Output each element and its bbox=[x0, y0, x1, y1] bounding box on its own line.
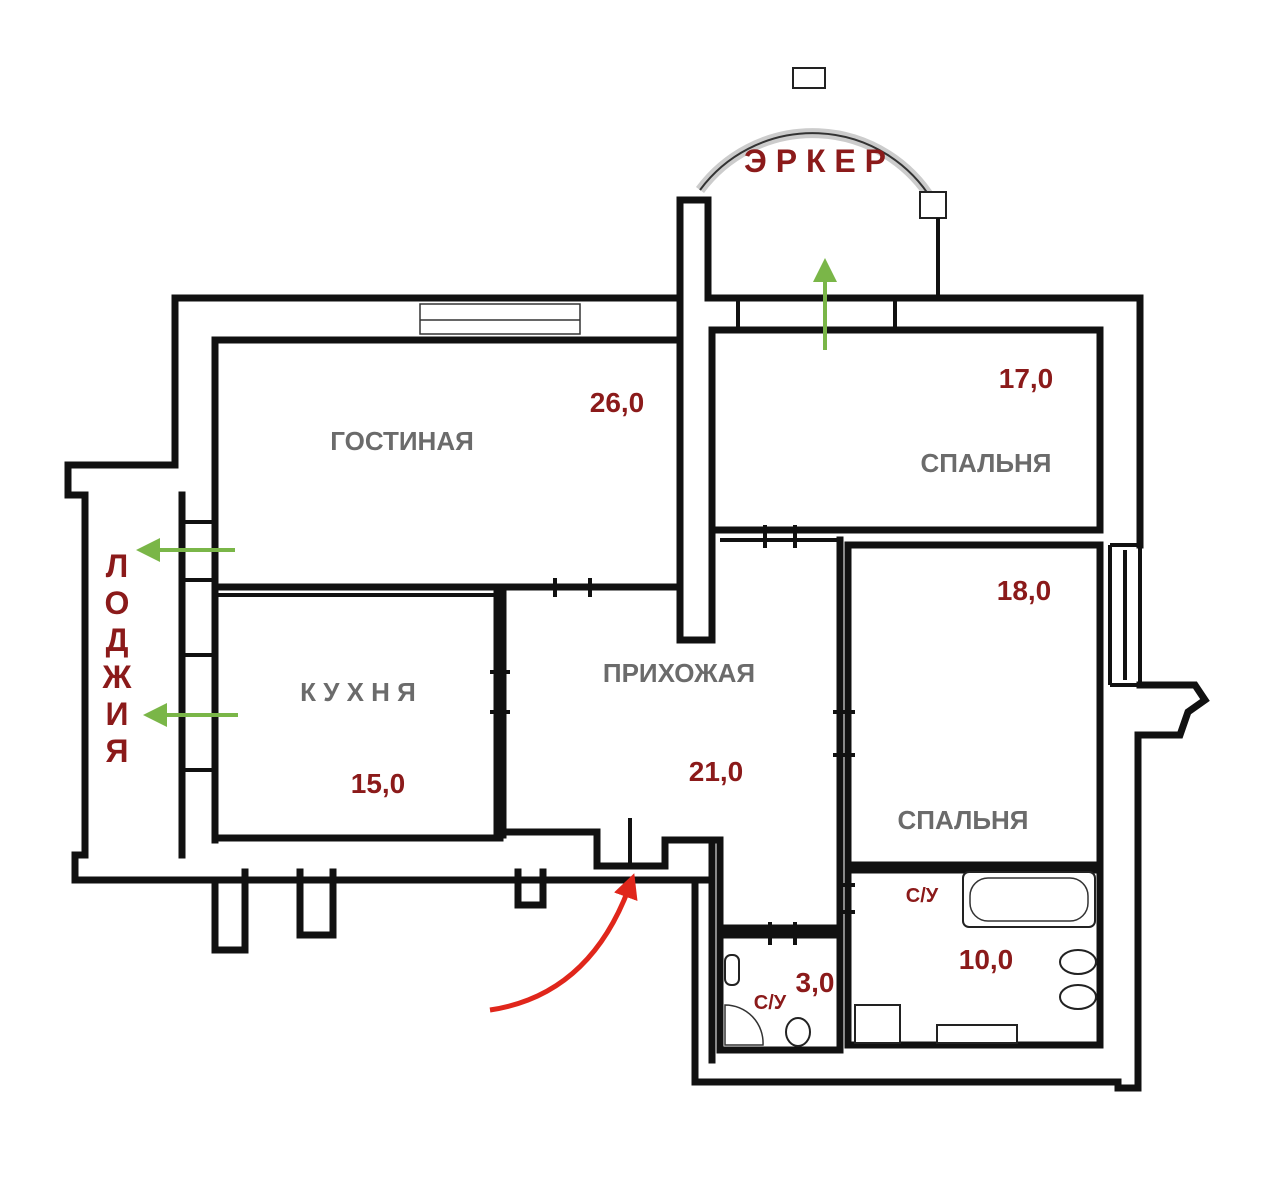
sink-icon bbox=[936, 1024, 1018, 1044]
fixtures bbox=[724, 871, 1097, 1047]
hall-label: ПРИХОЖАЯ bbox=[603, 658, 755, 688]
big-bath-label: С/У bbox=[906, 885, 939, 907]
bedroom2-area: 18,0 bbox=[997, 575, 1052, 606]
arrows bbox=[136, 258, 837, 1013]
shelf-icon bbox=[854, 1004, 901, 1044]
central-column bbox=[676, 196, 716, 644]
small-toilet-icon bbox=[785, 1017, 811, 1047]
bedroom2-outline bbox=[844, 541, 1104, 869]
small-wc-outline bbox=[716, 931, 844, 1054]
bottom-stubs bbox=[211, 868, 547, 954]
bedroom1-area: 17,0 bbox=[999, 363, 1054, 394]
small-wc-area: 3,0 bbox=[796, 967, 835, 998]
bidet-icon bbox=[1059, 984, 1097, 1010]
bathtub-icon bbox=[962, 871, 1096, 928]
outer-wall-right bbox=[691, 681, 1210, 1092]
outer-wall-top-right-inner bbox=[708, 326, 1104, 534]
loggia-letter: Я bbox=[106, 733, 129, 769]
toilet-icon bbox=[1059, 949, 1097, 975]
shower-corner-icon bbox=[724, 1004, 764, 1046]
kitchen-area: 15,0 bbox=[351, 768, 406, 799]
loggia-letter: И bbox=[106, 696, 129, 732]
loggia-outline bbox=[64, 461, 709, 884]
loggia-letter: Л bbox=[106, 548, 128, 584]
loggia-letter: Ж bbox=[102, 659, 133, 695]
outer-wall-top-right bbox=[704, 294, 1144, 549]
kitchen-label: К У Х Н Я bbox=[300, 677, 416, 707]
bay-column-top bbox=[792, 67, 826, 89]
outer-wall-top-left bbox=[171, 294, 684, 469]
loggia-letter: Д bbox=[106, 622, 129, 658]
labels: Э Р К Е Р Л О Д Ж И Я 26,0 ГОСТИНАЯ 17,0… bbox=[102, 143, 1054, 1014]
living-room-label: ГОСТИНАЯ bbox=[330, 426, 474, 456]
bedroom2-label: СПАЛЬНЯ bbox=[898, 805, 1029, 835]
entrance-left-wall bbox=[691, 836, 716, 1086]
hall-area: 21,0 bbox=[689, 756, 744, 787]
living-area: 26,0 bbox=[590, 387, 645, 418]
walls bbox=[64, 67, 1210, 1092]
hall-bedroom2-divider bbox=[836, 536, 852, 934]
loggia-letter: О bbox=[105, 585, 130, 621]
bay-column-right bbox=[919, 191, 947, 219]
window-living bbox=[419, 303, 581, 335]
big-bath-area: 10,0 bbox=[959, 944, 1014, 975]
bedroom1-label: СПАЛЬНЯ bbox=[921, 448, 1052, 478]
small-sink-icon bbox=[724, 954, 740, 986]
small-wc-label: С/У bbox=[754, 992, 787, 1014]
bath-outer-right bbox=[844, 861, 1104, 1049]
entry-arrow bbox=[489, 873, 638, 1013]
bay-label: Э Р К Е Р bbox=[744, 143, 886, 179]
